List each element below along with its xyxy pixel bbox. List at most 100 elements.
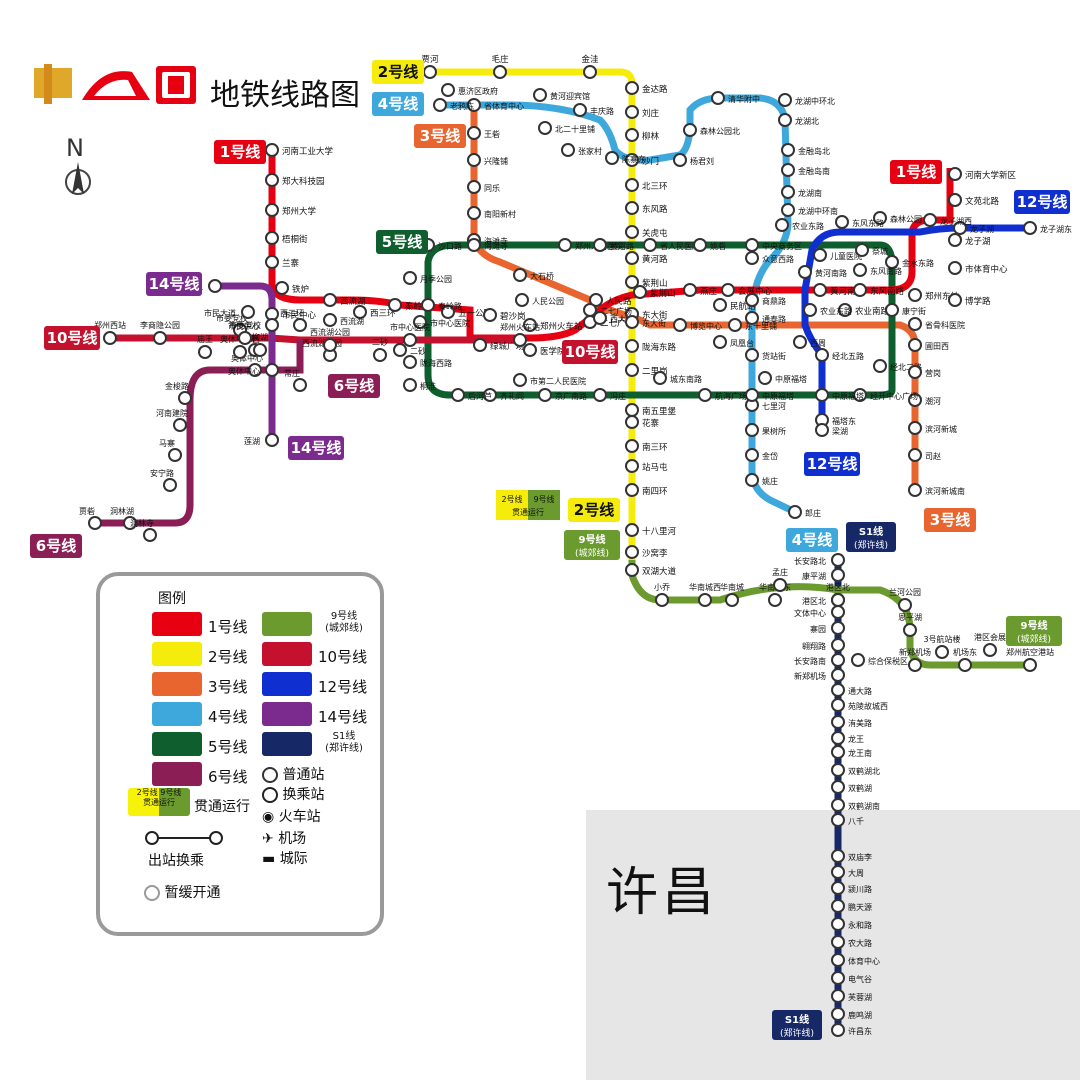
station-marker[interactable] <box>169 449 181 461</box>
station-marker[interactable] <box>468 239 480 251</box>
station-marker[interactable] <box>434 99 446 111</box>
station-marker[interactable] <box>712 92 724 104</box>
station-marker[interactable] <box>909 449 921 461</box>
station-marker[interactable] <box>294 379 306 391</box>
station-marker[interactable] <box>626 252 638 264</box>
station-marker[interactable] <box>1024 222 1036 234</box>
station-marker[interactable] <box>832 954 844 966</box>
station-marker[interactable] <box>266 232 278 244</box>
station-marker[interactable] <box>626 340 638 352</box>
station-marker[interactable] <box>606 152 618 164</box>
station-marker[interactable] <box>746 449 758 461</box>
station-marker[interactable] <box>494 66 506 78</box>
station-marker[interactable] <box>684 284 696 296</box>
station-marker[interactable] <box>832 814 844 826</box>
station-marker[interactable] <box>516 294 528 306</box>
station-marker[interactable] <box>199 346 211 358</box>
station-marker[interactable] <box>474 339 486 351</box>
station-marker[interactable] <box>832 654 844 666</box>
station-marker[interactable] <box>594 239 606 251</box>
station-marker[interactable] <box>814 249 826 261</box>
station-marker[interactable] <box>626 106 638 118</box>
station-marker[interactable] <box>789 506 801 518</box>
station-marker[interactable] <box>674 154 686 166</box>
station-marker[interactable] <box>394 344 406 356</box>
station-marker[interactable] <box>936 646 948 658</box>
station-marker[interactable] <box>294 319 306 331</box>
station-marker[interactable] <box>832 622 844 634</box>
station-marker[interactable] <box>832 799 844 811</box>
station-marker[interactable] <box>759 372 771 384</box>
station-marker[interactable] <box>179 392 191 404</box>
station-marker[interactable] <box>559 239 571 251</box>
station-marker[interactable] <box>832 882 844 894</box>
station-marker[interactable] <box>776 219 788 231</box>
station-marker[interactable] <box>404 379 416 391</box>
station-marker[interactable] <box>374 349 386 361</box>
station-marker[interactable] <box>782 204 794 216</box>
station-marker[interactable] <box>832 900 844 912</box>
station-marker[interactable] <box>422 299 434 311</box>
station-marker[interactable] <box>324 314 336 326</box>
station-marker[interactable] <box>626 484 638 496</box>
station-marker[interactable] <box>404 334 416 346</box>
station-marker[interactable] <box>468 207 480 219</box>
station-marker[interactable] <box>909 289 921 301</box>
station-marker[interactable] <box>899 599 911 611</box>
station-marker[interactable] <box>266 204 278 216</box>
station-marker[interactable] <box>874 360 886 372</box>
station-marker[interactable] <box>266 256 278 268</box>
station-marker[interactable] <box>949 234 961 246</box>
station-marker[interactable] <box>832 764 844 776</box>
station-marker[interactable] <box>684 124 696 136</box>
station-marker[interactable] <box>746 312 758 324</box>
station-marker[interactable] <box>782 144 794 156</box>
station-marker[interactable] <box>266 174 278 186</box>
station-marker[interactable] <box>886 304 898 316</box>
station-marker[interactable] <box>746 424 758 436</box>
station-marker[interactable] <box>832 606 844 618</box>
station-marker[interactable] <box>832 990 844 1002</box>
station-marker[interactable] <box>626 202 638 214</box>
station-marker[interactable] <box>782 164 794 176</box>
station-marker[interactable] <box>854 264 866 276</box>
station-marker[interactable] <box>832 554 844 566</box>
station-marker[interactable] <box>774 579 786 591</box>
station-marker[interactable] <box>832 684 844 696</box>
station-marker[interactable] <box>949 262 961 274</box>
station-marker[interactable] <box>799 266 811 278</box>
station-marker[interactable] <box>832 1024 844 1036</box>
station-marker[interactable] <box>276 282 288 294</box>
station-marker[interactable] <box>909 422 921 434</box>
station-marker[interactable] <box>854 284 866 296</box>
station-marker[interactable] <box>104 332 116 344</box>
station-marker[interactable] <box>832 781 844 793</box>
station-marker[interactable] <box>626 440 638 452</box>
station-marker[interactable] <box>174 419 186 431</box>
station-marker[interactable] <box>746 474 758 486</box>
station-marker[interactable] <box>832 594 844 606</box>
station-marker[interactable] <box>832 716 844 728</box>
station-marker[interactable] <box>909 366 921 378</box>
station-marker[interactable] <box>514 269 526 281</box>
station-marker[interactable] <box>656 594 668 606</box>
station-marker[interactable] <box>722 284 734 296</box>
station-marker[interactable] <box>514 334 526 346</box>
station-marker[interactable] <box>856 244 868 256</box>
station-marker[interactable] <box>714 299 726 311</box>
station-marker[interactable] <box>714 336 726 348</box>
station-marker[interactable] <box>949 294 961 306</box>
station-marker[interactable] <box>836 216 848 228</box>
station-marker[interactable] <box>539 389 551 401</box>
station-marker[interactable] <box>949 168 961 180</box>
station-marker[interactable] <box>832 1008 844 1020</box>
station-marker[interactable] <box>644 239 656 251</box>
station-marker[interactable] <box>484 309 496 321</box>
station-marker[interactable] <box>626 129 638 141</box>
station-marker[interactable] <box>626 416 638 428</box>
station-marker[interactable] <box>242 306 254 318</box>
station-marker[interactable] <box>266 364 278 376</box>
station-marker[interactable] <box>626 546 638 558</box>
station-marker[interactable] <box>626 179 638 191</box>
station-marker[interactable] <box>524 344 536 356</box>
